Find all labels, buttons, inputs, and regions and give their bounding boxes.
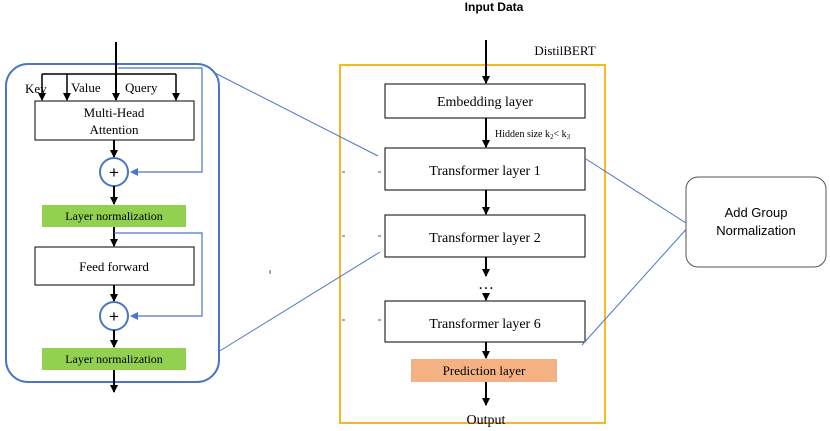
multi-head-attention-line1: Multi-Head	[84, 105, 145, 120]
residual-connection-1	[118, 67, 203, 176]
ellipsis: …	[478, 276, 494, 293]
embedding-layer-label: Embedding layer	[437, 95, 533, 110]
layer-normalization-1-label: Layer normalization	[65, 209, 163, 223]
transformer-layer-1-box	[384, 147, 586, 191]
hidden-size-label: Hidden size k2< k3	[495, 129, 571, 141]
output-label: Output	[467, 413, 506, 428]
transformer-layer-1-label: Transformer layer 1	[429, 164, 540, 179]
callout-line1: Add Group	[725, 205, 788, 220]
query-label: Query	[125, 80, 158, 95]
layer-normalization-2-box	[42, 348, 186, 370]
prediction-layer-box	[411, 359, 557, 382]
layer-normalization-2-label: Layer normalization	[65, 352, 163, 366]
key-label: Key	[25, 81, 47, 96]
distilbert-title: DistilBERT	[534, 43, 595, 58]
transformer-layer-6-box	[384, 300, 586, 343]
prediction-layer-label: Prediction layer	[443, 363, 526, 378]
layer-normalization-1-box	[42, 205, 186, 227]
input-data-label: Input Data	[465, 0, 524, 14]
callout-line2: Normalization	[716, 223, 795, 238]
distilbert-container	[339, 64, 606, 424]
add-symbol-1: +	[109, 163, 119, 182]
callout-connector-top	[585, 158, 687, 224]
transformer-layer-2-box	[384, 214, 586, 258]
feed-forward-box	[34, 246, 195, 286]
zoom-connector-top	[212, 71, 379, 157]
transformer-layer-6-label: Transformer layer 6	[429, 317, 540, 332]
value-label: Value	[71, 80, 101, 95]
transformer-layer-2-label: Transformer layer 2	[429, 231, 540, 246]
residual-connection-2	[114, 232, 203, 320]
embedding-layer-box	[384, 83, 586, 119]
add-group-normalization-callout	[685, 176, 827, 268]
zoom-connector-bottom	[217, 251, 381, 353]
feed-forward-label: Feed forward	[79, 259, 149, 274]
multi-head-attention-line2: Attention	[89, 122, 139, 137]
add-symbol-2: +	[109, 307, 119, 326]
encoder-block-container	[5, 63, 220, 383]
callout-connector-bottom	[581, 224, 691, 346]
